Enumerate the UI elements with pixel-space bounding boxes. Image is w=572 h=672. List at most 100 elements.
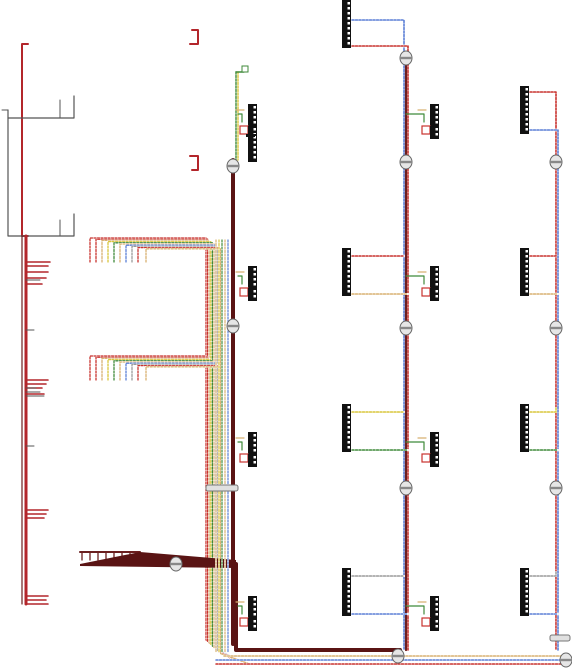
wire-stripe xyxy=(529,251,557,257)
connector-pin xyxy=(253,598,256,601)
connector-pin xyxy=(253,268,256,271)
connector-pin xyxy=(435,449,438,452)
connector-pin xyxy=(253,290,256,293)
connector-pin xyxy=(525,255,528,258)
connector-pin xyxy=(253,439,256,442)
connector-pin xyxy=(525,113,528,116)
connector-pin xyxy=(525,275,528,278)
connector-pin xyxy=(435,268,438,271)
wire-stripe xyxy=(529,91,557,651)
connector-pin xyxy=(253,444,256,447)
frame-gray-outline xyxy=(1,109,9,119)
bundle-wire xyxy=(137,364,247,664)
connector-pin xyxy=(525,265,528,268)
frame-gray-outline xyxy=(21,213,75,237)
main-trunk xyxy=(215,65,249,653)
connector-pin xyxy=(347,441,350,444)
connector-pin xyxy=(435,106,438,109)
wire-base xyxy=(528,128,560,652)
connector-pin xyxy=(435,290,438,293)
connector-block-icon xyxy=(430,454,439,467)
connector-pin xyxy=(347,285,350,288)
connector-pin xyxy=(525,585,528,588)
connector-pin xyxy=(347,37,350,40)
drop-connector xyxy=(235,596,257,631)
drop-wire xyxy=(405,275,425,285)
connector-pin xyxy=(435,128,438,131)
wire-stripe xyxy=(529,571,557,577)
connector-block-icon xyxy=(248,454,257,467)
drop-terminal xyxy=(239,125,249,135)
connector-pin xyxy=(253,283,256,286)
clip-band xyxy=(550,160,562,164)
connector-pin xyxy=(347,610,350,613)
connector-pin xyxy=(347,585,350,588)
wire-base xyxy=(350,44,410,652)
connector-pin xyxy=(347,22,350,25)
connectors xyxy=(235,0,529,631)
connector-block-icon xyxy=(520,568,529,616)
connector-body xyxy=(248,454,257,467)
connector-pin xyxy=(347,2,350,5)
drop-wire xyxy=(405,113,425,123)
connector-pin xyxy=(347,590,350,593)
station-wire xyxy=(528,250,558,258)
connector-pin xyxy=(253,613,256,616)
clip-band xyxy=(400,326,412,330)
column-wires xyxy=(214,18,572,666)
connector-pin xyxy=(347,426,350,429)
wire-stripe xyxy=(351,19,405,651)
connector-body xyxy=(520,86,529,134)
connector-block-icon xyxy=(248,134,257,162)
station-wire xyxy=(528,406,558,414)
connector-pin xyxy=(525,446,528,449)
connector-block-icon xyxy=(430,126,439,139)
connector-block-icon xyxy=(430,618,439,631)
wire-stripe xyxy=(137,364,247,664)
connector-pin xyxy=(253,603,256,606)
connector-pin xyxy=(525,88,528,91)
connector-pin xyxy=(525,128,528,131)
frame-gray-outline xyxy=(7,109,23,237)
connector-pin xyxy=(253,121,256,124)
connector-pin xyxy=(525,610,528,613)
connector-block-icon xyxy=(430,596,439,619)
connector-pin xyxy=(525,441,528,444)
connector-pin xyxy=(525,580,528,583)
drop-wire xyxy=(237,605,243,615)
connector-block-icon xyxy=(248,104,257,127)
connector-body xyxy=(430,454,439,467)
connector-pin xyxy=(525,416,528,419)
connector-pin xyxy=(435,116,438,119)
connector-body xyxy=(248,104,257,127)
connector-block-icon xyxy=(342,404,351,452)
connector-pin xyxy=(253,608,256,611)
connector-pin xyxy=(525,250,528,253)
connector-body xyxy=(342,568,351,616)
station-wire xyxy=(528,570,558,578)
connector-block-icon xyxy=(342,248,351,296)
connector-block-icon xyxy=(248,288,257,301)
clip-band xyxy=(550,486,562,490)
connector-pin xyxy=(347,605,350,608)
connector-pin xyxy=(347,416,350,419)
connector-body xyxy=(248,126,257,139)
column-3-wire xyxy=(528,128,560,652)
drop-terminal xyxy=(239,453,249,463)
wire-stripe xyxy=(529,407,557,413)
connector-body xyxy=(430,104,439,127)
harness-clip-icon xyxy=(549,320,563,336)
connector-pin xyxy=(347,446,350,449)
connector-body xyxy=(248,288,257,301)
connector-pin xyxy=(253,620,256,623)
drop-wire xyxy=(237,275,243,285)
harness-clip-icon xyxy=(169,556,183,572)
connector-pin xyxy=(525,285,528,288)
connector-pin xyxy=(525,575,528,578)
connector-body xyxy=(520,568,529,616)
connector-body xyxy=(430,618,439,631)
connector-pin xyxy=(435,613,438,616)
wire-base xyxy=(137,246,247,664)
harness-taper xyxy=(80,552,236,568)
